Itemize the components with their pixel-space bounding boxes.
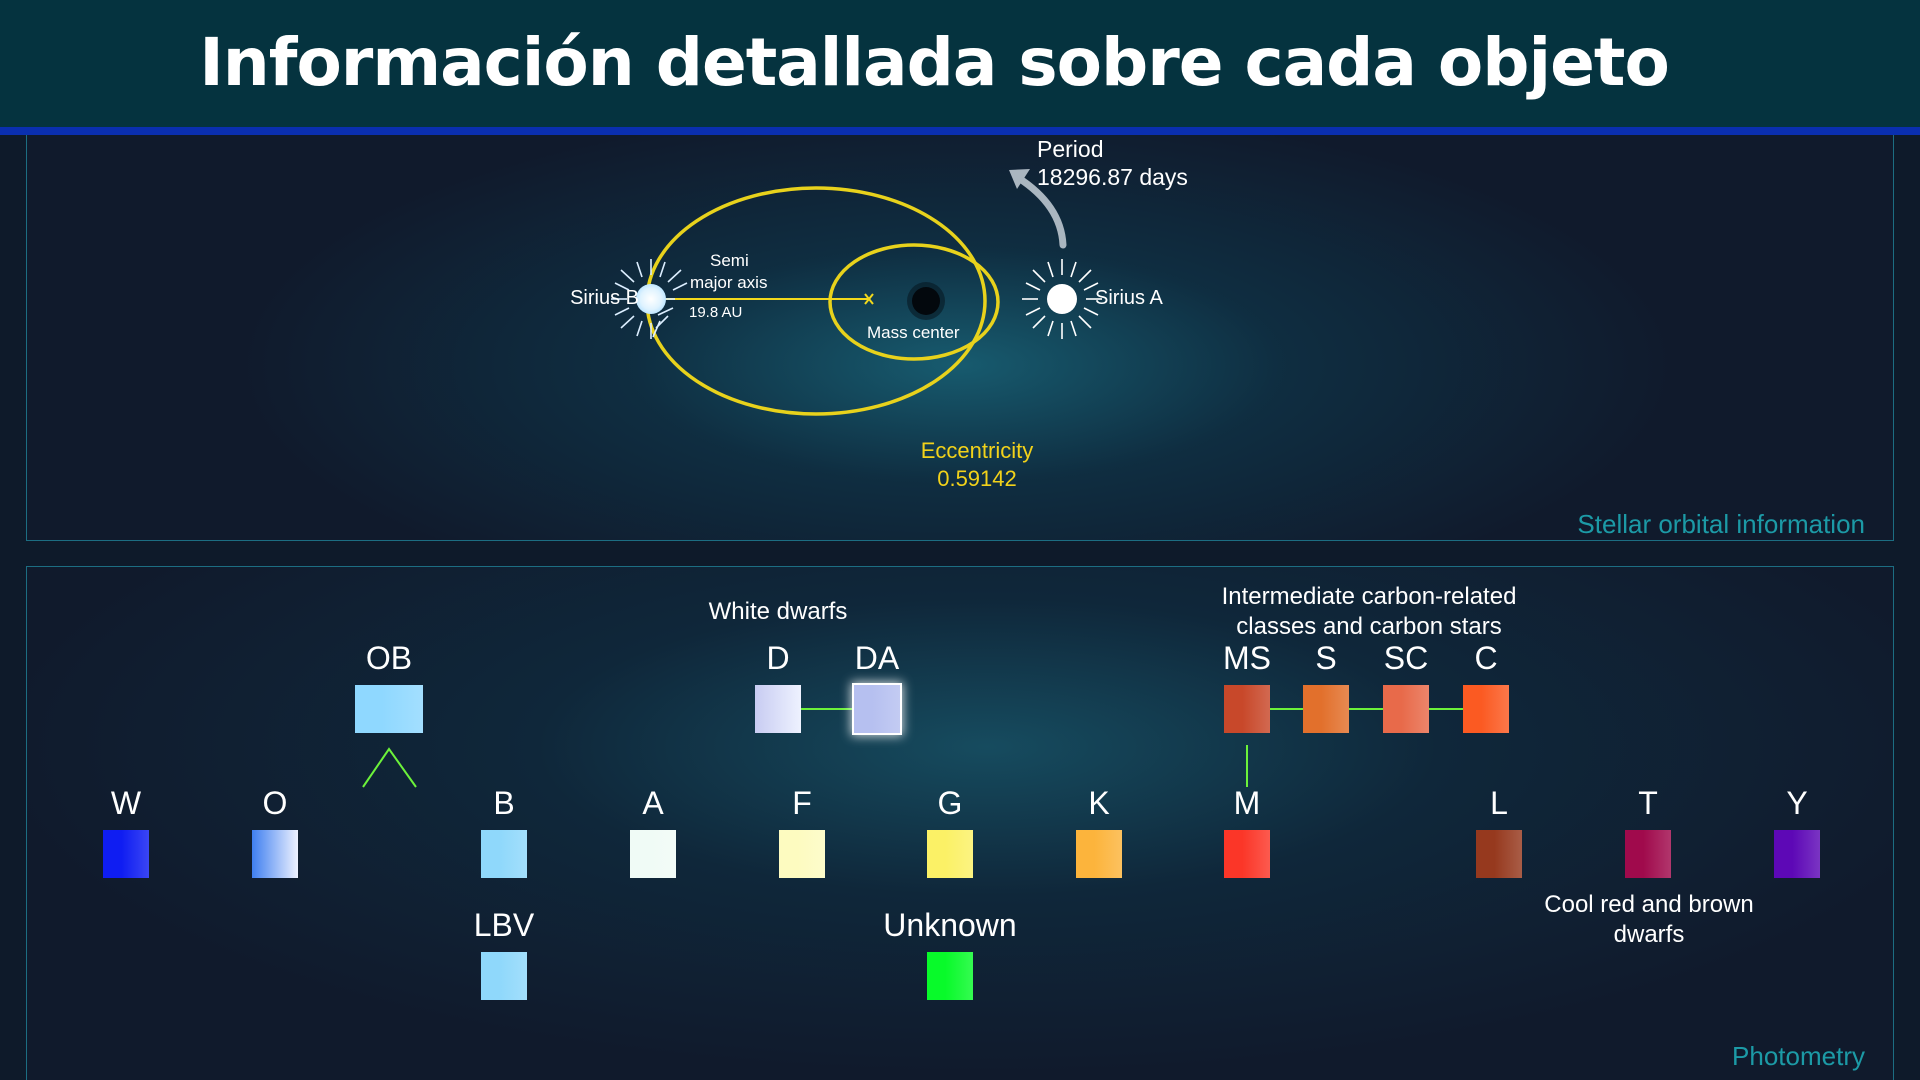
cool-dwarfs-label-line1: Cool red and brown — [1544, 891, 1754, 918]
carbon-stars-label-line1: Intermediate carbon-related — [1221, 583, 1517, 610]
sirius-a-orbit — [828, 243, 1000, 361]
orbital-info-panel-title: Stellar orbital information — [1577, 509, 1865, 539]
class-l-label: L — [1490, 785, 1508, 821]
semi-major-axis-value: 19.8 AU — [689, 304, 743, 321]
class-w-swatch — [103, 830, 149, 878]
class-l-swatch — [1476, 830, 1522, 878]
class-ms-label: MS — [1223, 640, 1271, 676]
mass-center-label: Mass center — [867, 323, 960, 342]
class-unknown-swatch — [927, 952, 973, 1000]
semi-major-axis-line1: Semi — [710, 251, 749, 270]
eccentricity-title: Eccentricity — [920, 438, 1034, 463]
carbon-stars-label: Intermediate carbon-related classes and … — [1222, 582, 1517, 642]
class-s-label: S — [1315, 640, 1337, 676]
sirius-a-star-icon — [1022, 259, 1102, 339]
class-unknown-label: Unknown — [883, 907, 1017, 943]
cool-dwarfs-label-line2: dwarfs — [1613, 921, 1685, 948]
class-k-label: K — [1088, 785, 1110, 821]
period-value: 18296.87 days — [1037, 164, 1188, 190]
class-t-label: T — [1638, 785, 1658, 821]
semi-major-axis-line2: major axis — [690, 273, 768, 292]
class-a-swatch — [630, 830, 676, 878]
class-g-label: G — [937, 785, 963, 821]
semi-major-axis-label: Semi major axis — [690, 250, 767, 294]
class-o-label: O — [262, 785, 288, 821]
class-d-label: D — [766, 640, 790, 676]
class-g-swatch — [927, 830, 973, 878]
photometry-panel-title: Photometry — [1732, 1041, 1865, 1071]
carbon-stars-label-line2: classes and carbon stars — [1236, 613, 1502, 640]
class-sc-label: SC — [1383, 640, 1429, 676]
eccentricity-value: 0.59142 — [937, 466, 1017, 491]
class-lbv-swatch — [481, 952, 527, 1000]
photometry-connectors — [362, 708, 1463, 788]
header-divider — [0, 127, 1920, 135]
header-bar: Información detallada sobre cada objeto — [0, 0, 1920, 127]
class-w-label: W — [110, 785, 142, 821]
cool-dwarfs-label: Cool red and brown dwarfs — [1544, 890, 1753, 950]
class-s-swatch — [1303, 685, 1349, 733]
axis-end-marker — [864, 293, 874, 305]
class-y-label: Y — [1786, 785, 1808, 821]
period-title: Period — [1037, 136, 1104, 162]
page-title: Información detallada sobre cada objeto — [199, 24, 1670, 101]
white-dwarfs-label: White dwarfs — [708, 598, 848, 625]
sirius-a-label: Sirius A — [1095, 287, 1163, 309]
class-c-swatch — [1463, 685, 1509, 733]
class-da-swatch — [854, 685, 900, 733]
class-d-swatch — [755, 685, 801, 733]
class-da-label: DA — [854, 640, 900, 676]
class-c-label: C — [1474, 640, 1498, 676]
mass-center-marker — [907, 282, 945, 320]
ob-branch-connector — [362, 747, 417, 788]
class-a-label: A — [642, 785, 664, 821]
class-f-label: F — [792, 785, 812, 821]
orbital-info-panel: Sirius B Semi major axis 19.8 AU Mass ce… — [26, 135, 1894, 541]
class-o-swatch — [252, 830, 298, 878]
class-m-swatch — [1224, 830, 1270, 878]
eccentricity-label: Eccentricity 0.59142 — [921, 437, 1033, 493]
class-b-label: B — [493, 785, 515, 821]
class-ms-swatch — [1224, 685, 1270, 733]
class-t-swatch — [1625, 830, 1671, 878]
period-arrow-icon — [1009, 169, 1067, 249]
class-ob-swatch — [355, 685, 423, 733]
photometry-panel: White dwarfs Intermediate carbon-related… — [26, 566, 1894, 1080]
class-lbv-label: LBV — [473, 907, 535, 943]
class-y-swatch — [1774, 830, 1820, 878]
sirius-b-label: Sirius B — [570, 287, 639, 309]
class-f-swatch — [779, 830, 825, 878]
class-sc-swatch — [1383, 685, 1429, 733]
orbit-diagram — [611, 169, 1102, 416]
class-ob-label: OB — [365, 640, 413, 676]
class-b-swatch — [481, 830, 527, 878]
period-label: Period 18296.87 days — [1037, 135, 1188, 191]
class-m-label: M — [1233, 785, 1261, 821]
class-k-swatch — [1076, 830, 1122, 878]
sirius-b-star-icon — [611, 259, 688, 339]
